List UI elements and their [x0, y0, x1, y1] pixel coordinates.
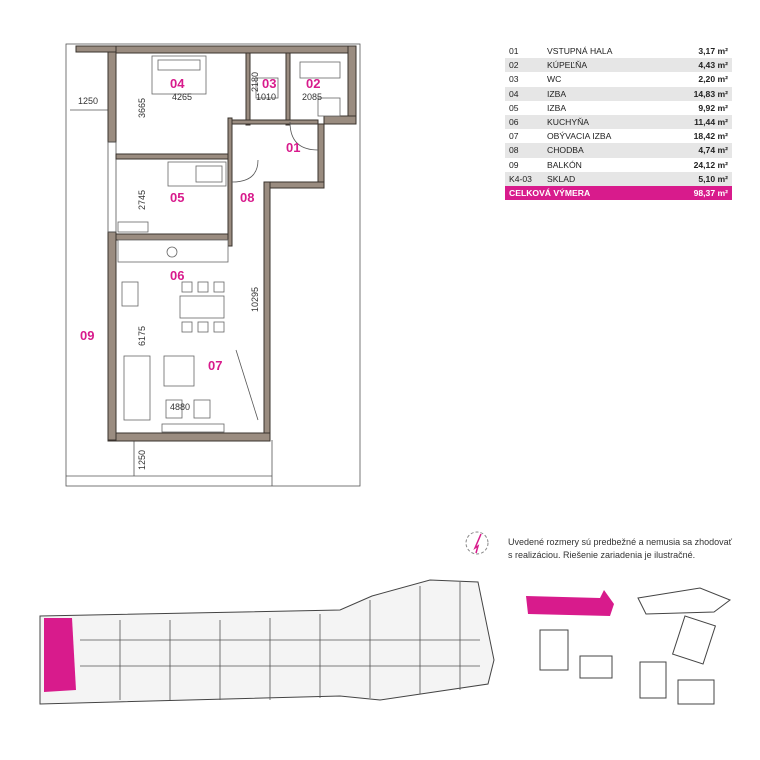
- dim-1250-top: 1250: [78, 96, 98, 106]
- site-building-highlight: [526, 590, 614, 616]
- compass-icon: [465, 531, 489, 555]
- room-label-07: 07: [208, 358, 222, 373]
- site-plan: [526, 587, 732, 705]
- dim-6175: 6175: [137, 326, 147, 346]
- dim-1010: 1010: [256, 92, 276, 102]
- room-label-08: 08: [240, 190, 254, 205]
- apartment-highlight: [44, 618, 76, 692]
- dim-4265: 4265: [172, 92, 192, 102]
- room-label-05: 05: [170, 190, 184, 205]
- dim-2085: 2085: [302, 92, 322, 102]
- dim-4880: 4880: [170, 402, 190, 412]
- dim-3665: 3665: [137, 98, 147, 118]
- apartment-walls: [75, 45, 357, 442]
- room-label-06: 06: [170, 268, 184, 283]
- room-label-01: 01: [286, 140, 300, 155]
- dim-2745: 2745: [137, 190, 147, 210]
- room-label-09: 09: [80, 328, 94, 343]
- total-label: CELKOVÁ VÝMERA: [505, 186, 663, 201]
- balcony-outline: [65, 43, 361, 487]
- room-label-04: 04: [170, 76, 185, 91]
- room-label-02: 02: [306, 76, 320, 91]
- total-area: 98,37 m²: [662, 186, 732, 201]
- dim-1250-bottom: 1250: [137, 450, 147, 470]
- furniture: [117, 55, 341, 433]
- disclaimer-note: Uvedené rozmery sú predbežné a nemusia s…: [508, 537, 733, 560]
- room-label-03: 03: [262, 76, 276, 91]
- dim-10295: 10295: [250, 287, 260, 312]
- dim-2180: 2180: [250, 72, 260, 92]
- building-key-plan: [39, 579, 495, 705]
